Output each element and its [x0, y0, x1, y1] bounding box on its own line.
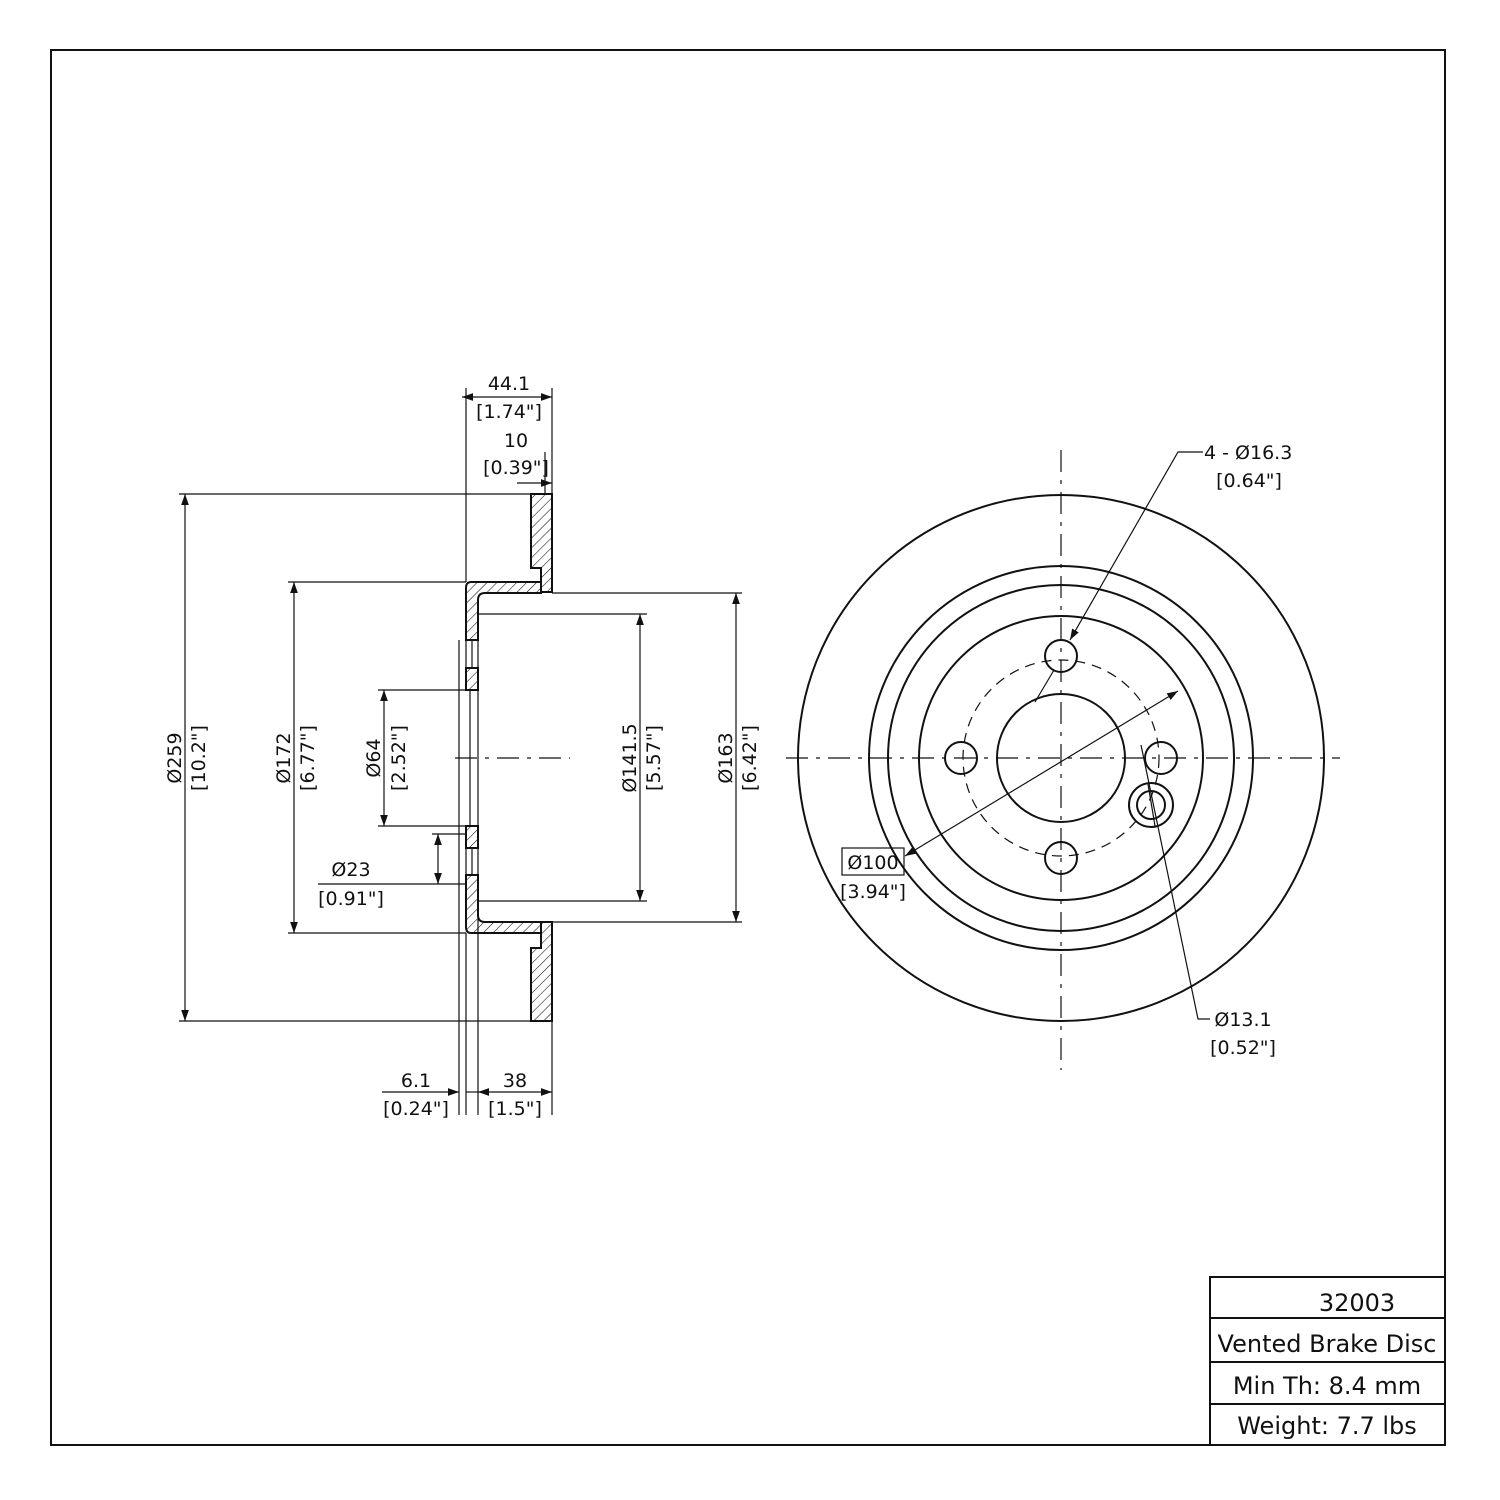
locator-hole-in: [0.52"]	[1210, 1037, 1276, 1059]
bolt-circle-in: [3.94"]	[840, 881, 906, 903]
locator-hole-mm: Ø13.1	[1214, 1009, 1271, 1031]
hat-height-mm: 38	[503, 1070, 527, 1092]
hat-diameter-in: [6.77"]	[297, 725, 319, 791]
outer-diameter-mm: Ø259	[164, 732, 186, 783]
friction-ring-inner-circle	[868, 565, 1254, 951]
bolt-circle-leader	[904, 690, 1179, 857]
disc-thickness-mm: 10	[504, 430, 528, 452]
disc-thickness-in: [0.39"]	[483, 457, 549, 479]
side-section-view: 44.1 [1.74"] 10 [0.39"] Ø23 [0.91"] 6.1 …	[164, 373, 761, 1120]
drawing-border	[50, 49, 1446, 1446]
outer-diameter-in: [10.2"]	[188, 725, 210, 791]
weight: Weight: 7.7 lbs	[1237, 1412, 1417, 1440]
inner-hat-diameter-in: [5.57"]	[643, 725, 665, 791]
center-bore-in: [2.52"]	[388, 725, 410, 791]
bolt-holes-leader	[1069, 451, 1203, 641]
title-block: 32003 Vented Brake Disc Min Th: 8.4 mm W…	[1209, 1276, 1446, 1446]
hat-outer-diameter-in: [6.42"]	[739, 725, 761, 791]
offset-feature-in: [0.91"]	[318, 888, 384, 910]
bolt-hole-top	[1044, 639, 1078, 673]
bolt-holes-in: [0.64"]	[1216, 470, 1282, 492]
overall-width-mm: 44.1	[488, 373, 530, 395]
lower-friction-ring-section	[530, 921, 553, 1022]
front-view: Ø100 [3.94"] 4 - Ø16.3 [0.64"] Ø13.1 [0.…	[786, 442, 1340, 1070]
lower-mounting-face-section	[465, 825, 479, 849]
upper-mounting-face-section	[465, 667, 479, 691]
hat-height-in: [1.5"]	[488, 1098, 542, 1120]
upper-hat-wall-section	[465, 581, 542, 641]
locator-hole-leader	[1140, 744, 1210, 1020]
hat-diameter-mm: Ø172	[273, 732, 295, 783]
center-bore-mm: Ø64	[363, 738, 385, 777]
outer-rim-circle	[797, 494, 1325, 1022]
upper-friction-ring-section	[530, 493, 553, 593]
overall-width-in: [1.74"]	[476, 401, 542, 423]
hat-thickness-mm: 6.1	[401, 1070, 431, 1092]
bolt-circle-label-box	[841, 847, 905, 876]
part-description: Vented Brake Disc	[1218, 1330, 1437, 1358]
hat-outer-diameter-mm: Ø163	[715, 732, 737, 783]
offset-feature-mm: Ø23	[331, 859, 370, 881]
min-thickness: Min Th: 8.4 mm	[1233, 1372, 1421, 1400]
hat-thickness-in: [0.24"]	[383, 1098, 449, 1120]
inner-hat-diameter-mm: Ø141.5	[619, 723, 641, 792]
part-number: 32003	[1319, 1289, 1395, 1317]
lower-hat-wall-section	[465, 874, 542, 934]
bolt-circle-mm: Ø100	[847, 852, 898, 874]
hat-outer-circle	[887, 584, 1235, 932]
bolt-holes-mm: 4 - Ø16.3	[1204, 442, 1292, 464]
